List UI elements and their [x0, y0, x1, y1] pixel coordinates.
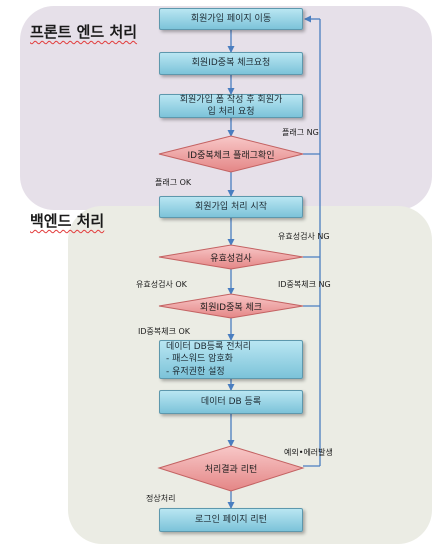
label-exception: 예외•에러발생 — [284, 448, 333, 457]
label-flag-ng: 플래그 NG — [282, 128, 319, 137]
decision-member-id-check — [158, 293, 304, 319]
decision-id-flag-check — [158, 135, 304, 173]
label-flag-ok: 플래그 OK — [155, 178, 192, 187]
step-preprocess-item-password: - 패스워드 암호화 — [166, 354, 233, 365]
decision-validation — [158, 244, 304, 270]
step-db-register-label: 데이터 DB 등록 — [200, 396, 262, 407]
decision-result-return — [157, 445, 305, 492]
step-id-check-request-label: 회원ID중복 체크요청 — [191, 58, 271, 69]
step-go-signup-label: 회원가입 페이지 이동 — [190, 13, 272, 24]
step-preprocess-title: 데이터 DB등록 전처리 — [166, 342, 252, 353]
return-connectors — [303, 15, 321, 467]
step-return-login-label: 로그인 페이지 리턴 — [195, 514, 267, 525]
step-form-submit: 회원가입 폼 작성 후 회원가 입 처리 요청 — [159, 94, 303, 118]
step-go-signup: 회원가입 페이지 이동 — [159, 8, 303, 30]
backend-title: 백엔드 처리 — [30, 212, 105, 230]
label-idcheck-ng: ID중복체크 NG — [278, 280, 331, 289]
step-form-submit-line2: 입 처리 요청 — [207, 107, 255, 117]
step-return-login: 로그인 페이지 리턴 — [159, 508, 303, 532]
label-validation-ok: 유효성검사 OK — [136, 280, 187, 289]
step-signup-start-label: 회원가입 처리 시작 — [195, 201, 267, 212]
label-idcheck-ok: ID중복체크 OK — [138, 327, 191, 336]
step-preprocess: 데이터 DB등록 전처리 - 패스워드 암호화 - 유저권한 설정 — [159, 340, 303, 379]
label-validation-ng: 유효성검사 NG — [278, 232, 330, 241]
step-form-submit-line1: 회원가입 폼 작성 후 회원가 — [179, 94, 283, 105]
step-signup-start: 회원가입 처리 시작 — [159, 196, 303, 218]
step-id-check-request: 회원ID중복 체크요청 — [159, 52, 303, 75]
step-db-register: 데이터 DB 등록 — [159, 390, 303, 414]
step-preprocess-item-permission: - 유저권한 설정 — [166, 366, 225, 377]
label-normal: 정상처리 — [146, 494, 176, 503]
frontend-title: 프론트 엔드 처리 — [30, 23, 138, 41]
